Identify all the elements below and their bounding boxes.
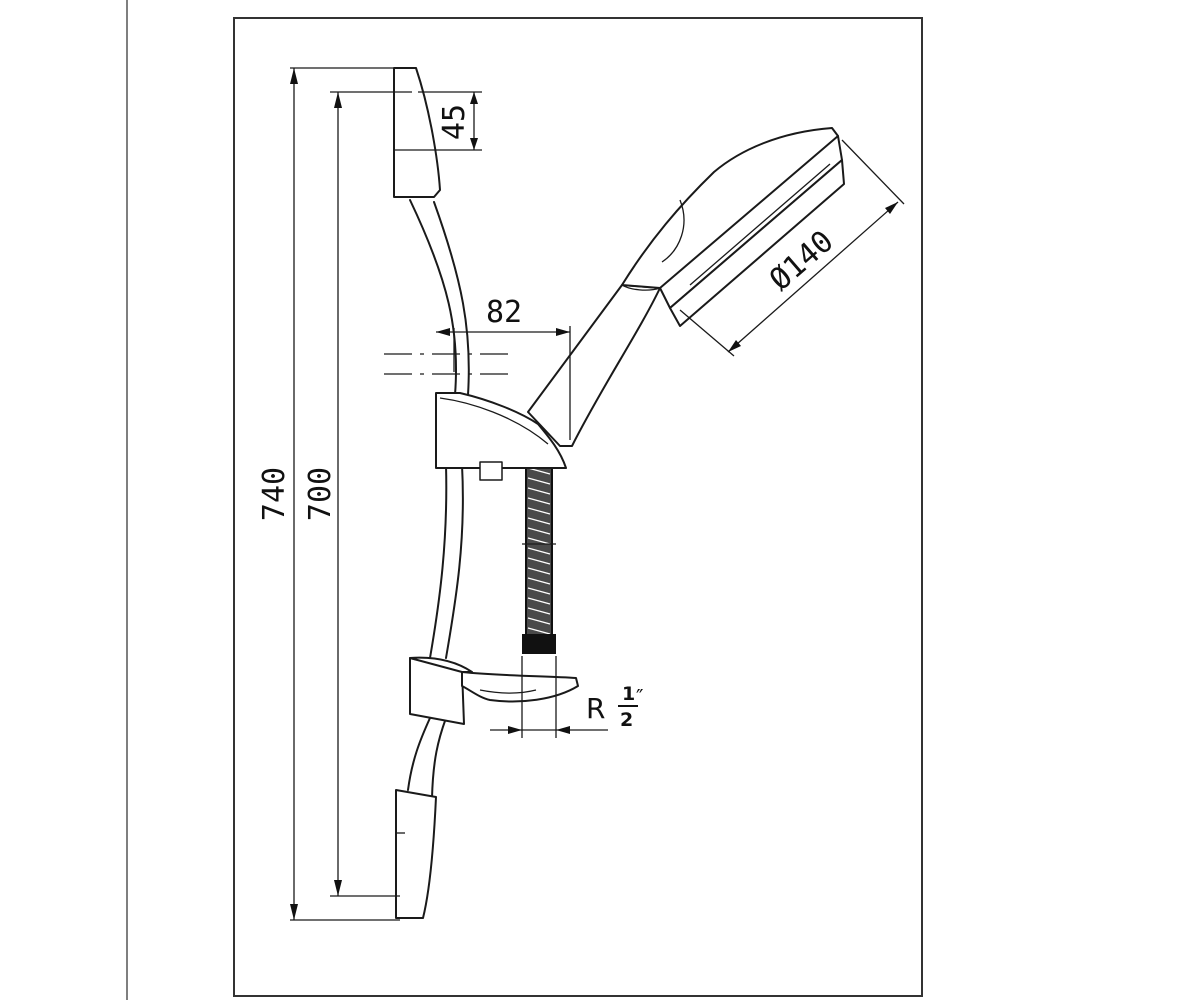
soap-dish [409,656,579,725]
dimension-bracket-height [418,91,482,151]
dimension-thread [490,656,608,738]
bracket-height-label: 45 [437,104,472,140]
thread-prefix-label: R [586,692,605,725]
drawing-frame [233,17,923,997]
projection-label: 82 [486,295,522,330]
top-wall-bracket [393,67,441,198]
hose-nut [522,634,556,654]
thread-denominator-label: 2 [620,709,633,731]
hand-shower [527,127,845,447]
thread-inch-mark: ″ [636,685,643,709]
overall-length-label: 740 [257,467,292,521]
thread-numerator-label: 1 [622,683,635,705]
dimension-projection [384,326,571,440]
dimension-head-diameter [679,139,905,357]
shower-hose [522,461,556,654]
rail-length-label: 700 [303,467,338,521]
bottom-wall-bracket [395,789,437,919]
shower-rail [407,199,470,799]
dimension-rail-length [330,91,412,897]
dimension-overall-length [290,67,400,921]
